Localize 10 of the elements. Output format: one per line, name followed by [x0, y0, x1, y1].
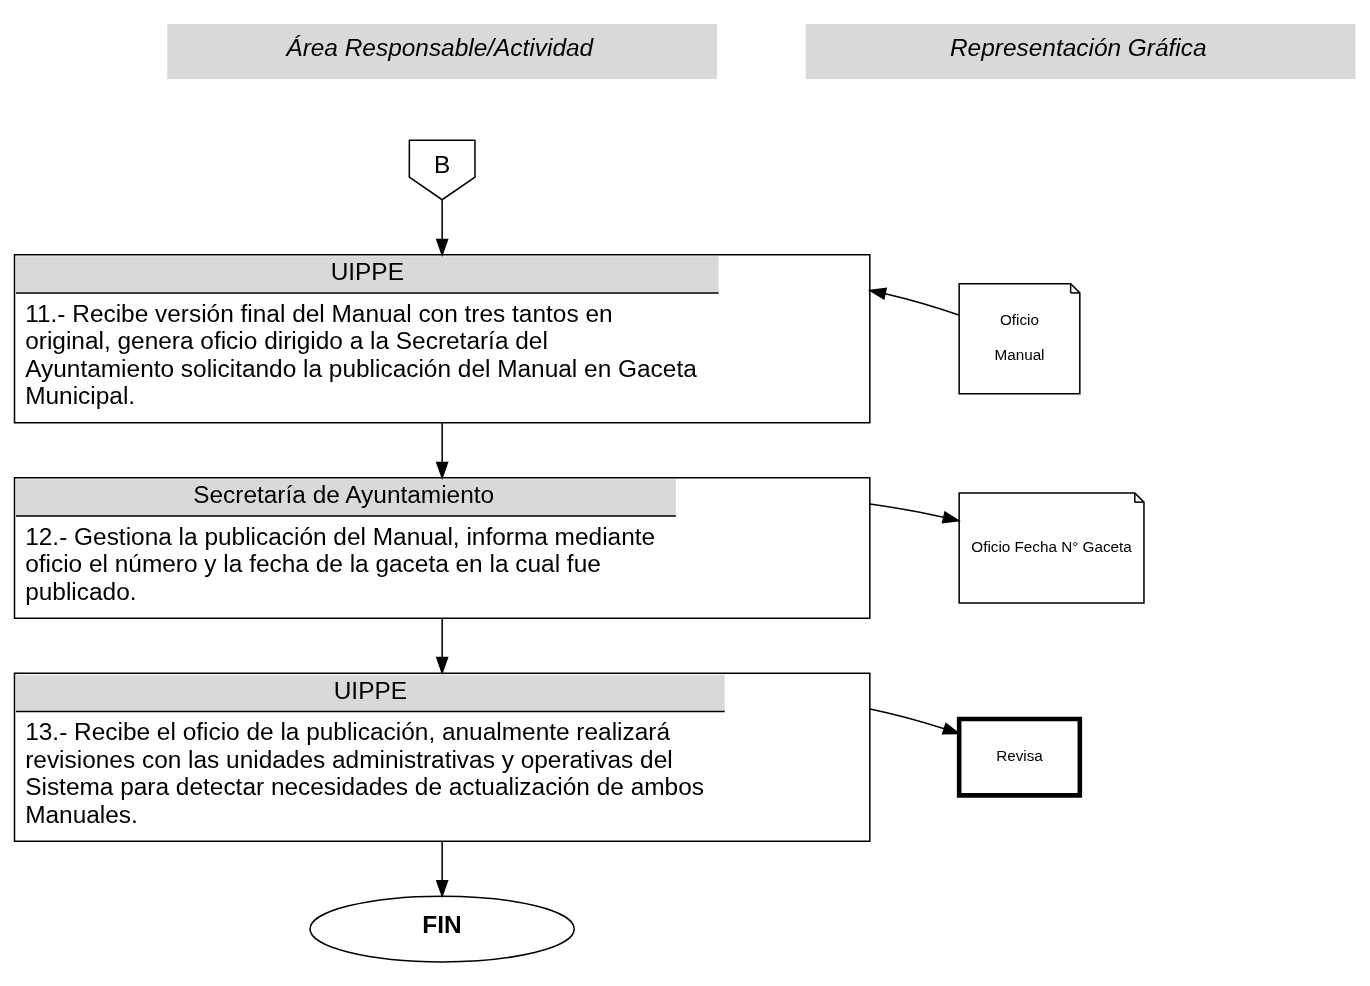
node-ellipse: FIN	[309, 895, 576, 963]
label: Área Responsable/Actividad	[286, 33, 594, 61]
arrow	[435, 840, 449, 899]
arrow	[435, 618, 449, 676]
arrow	[435, 199, 449, 258]
label: Representación Gráfica	[949, 33, 1207, 61]
arrow	[435, 422, 449, 480]
arrow	[869, 503, 961, 524]
node-box: Revisa	[956, 716, 1083, 798]
arrow	[867, 287, 960, 316]
